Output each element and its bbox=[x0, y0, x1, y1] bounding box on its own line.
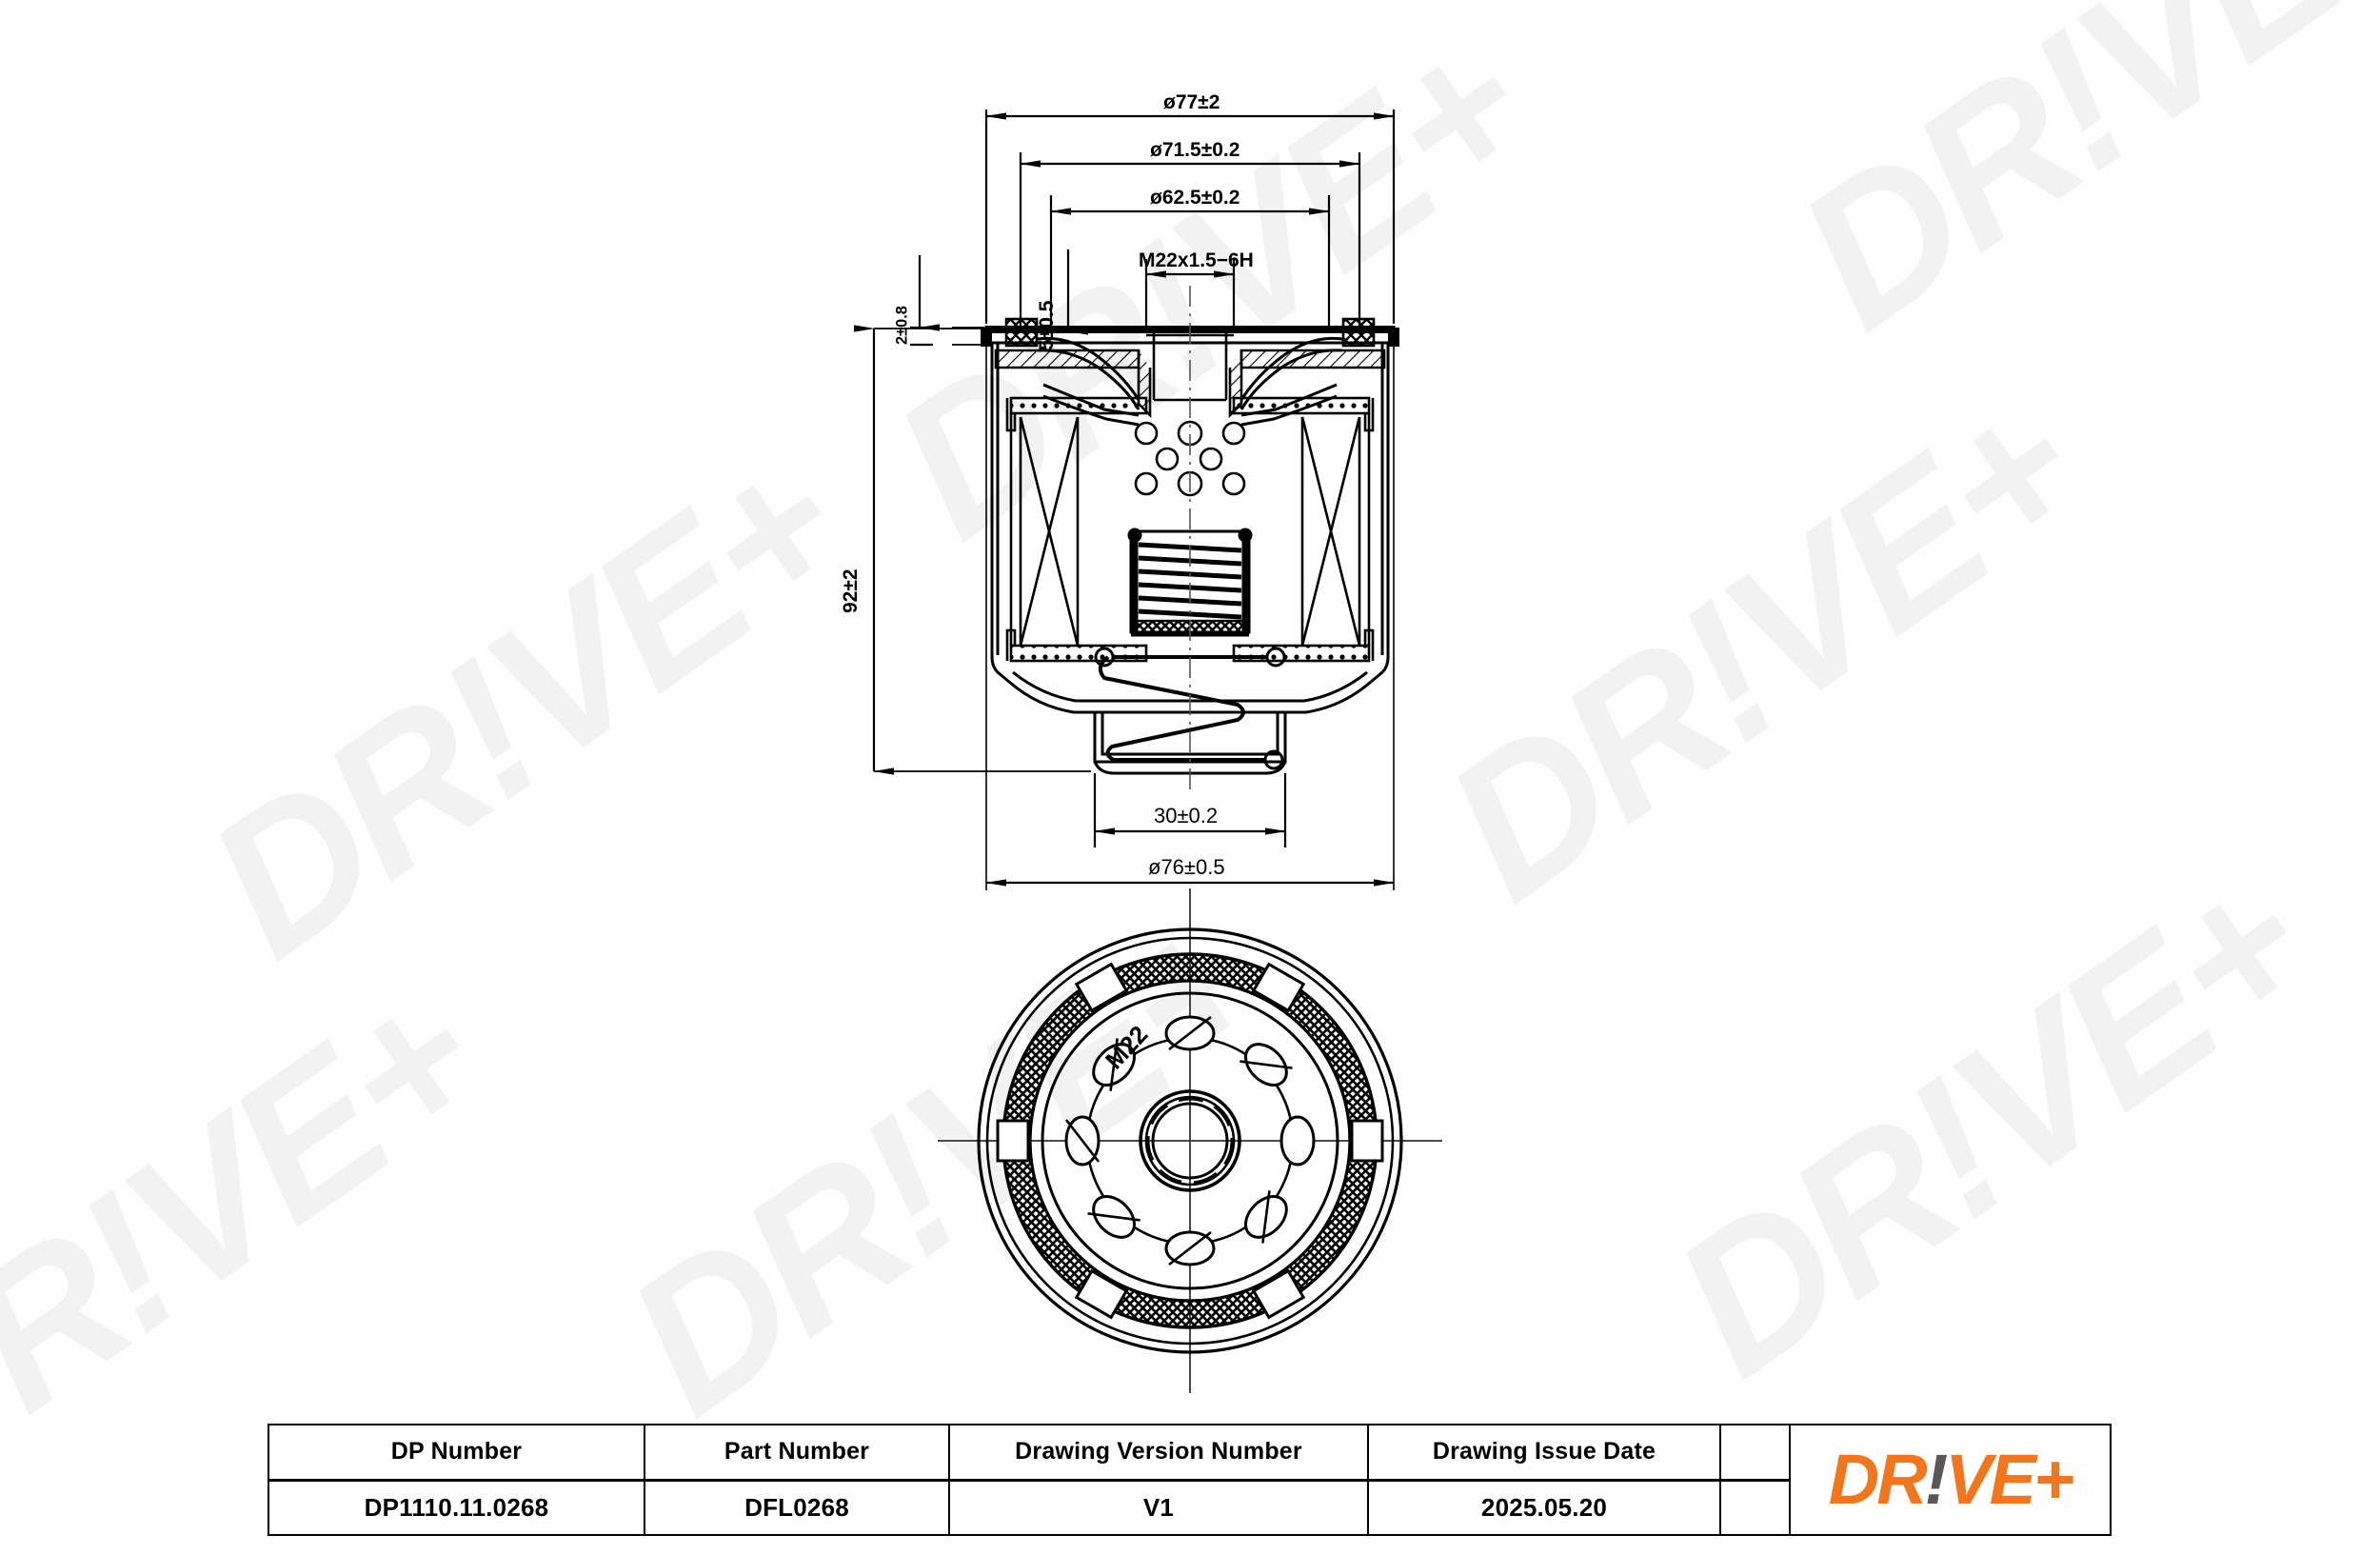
baseplate-outer bbox=[1041, 991, 1339, 1290]
title-block: DP Number Part Number Drawing Version Nu… bbox=[268, 1424, 2112, 1536]
grip-tabs bbox=[996, 962, 1384, 1320]
dim-label-gasket-id: ø62.5±0.2 bbox=[1150, 187, 1240, 209]
logo-text-dr: DR bbox=[1828, 1440, 1928, 1519]
logo-text-bang: ! bbox=[1924, 1440, 1949, 1519]
can-inner-rim bbox=[985, 936, 1395, 1346]
dim-label-total-height: 92±2 bbox=[840, 568, 862, 613]
dimension-lines-top bbox=[984, 110, 1396, 331]
filter-media-pleats bbox=[1009, 413, 1371, 647]
dim-label-gasket-height: 5±0.5 bbox=[1036, 300, 1058, 350]
center-thread-boss bbox=[1139, 1089, 1241, 1192]
dim-label-base-width: 30±0.2 bbox=[1154, 804, 1219, 827]
section-view bbox=[981, 286, 1399, 790]
value-issue-date: 2025.05.20 bbox=[1369, 1481, 1721, 1534]
dim-label-seam-height: 2±0.8 bbox=[893, 306, 911, 345]
header-issue-date: Drawing Issue Date bbox=[1369, 1425, 1721, 1479]
dim-label-body-od: ø76±0.5 bbox=[1148, 855, 1225, 879]
dim-label-gasket-od: ø71.5±0.2 bbox=[1150, 139, 1240, 161]
header-drawing-version: Drawing Version Number bbox=[950, 1425, 1369, 1479]
can-outer-rim bbox=[977, 927, 1403, 1354]
title-block-value-row: DP1110.11.0268 DFL0268 V1 2025.05.20 bbox=[269, 1481, 2110, 1534]
header-part-number: Part Number bbox=[645, 1425, 950, 1479]
dimension-lines-bottom bbox=[985, 333, 1395, 890]
value-drawing-version: V1 bbox=[950, 1481, 1369, 1534]
inlet-holes bbox=[1064, 1015, 1316, 1266]
media-top-endcap bbox=[1005, 396, 1375, 432]
value-part-number: DFL0268 bbox=[645, 1481, 950, 1534]
header-dp-number: DP Number bbox=[269, 1425, 645, 1479]
brand-logo-cell: DR!VE+ bbox=[1789, 1425, 2110, 1534]
dimension-total-height bbox=[854, 325, 1091, 775]
dimension-lines-vertical-small bbox=[910, 249, 1088, 347]
dim-label-od-can: ø77±2 bbox=[1163, 91, 1220, 113]
dim-label-thread: M22x1.5−6H bbox=[1139, 249, 1254, 271]
logo-text-ve: VE+ bbox=[1945, 1440, 2074, 1519]
bottom-end-view bbox=[938, 888, 1442, 1393]
title-block-header-row: DP Number Part Number Drawing Version Nu… bbox=[269, 1425, 2110, 1482]
brand-logo: DR!VE+ bbox=[1829, 1445, 2074, 1515]
value-dp-number: DP1110.11.0268 bbox=[269, 1481, 645, 1534]
bypass-valve bbox=[1127, 528, 1253, 637]
